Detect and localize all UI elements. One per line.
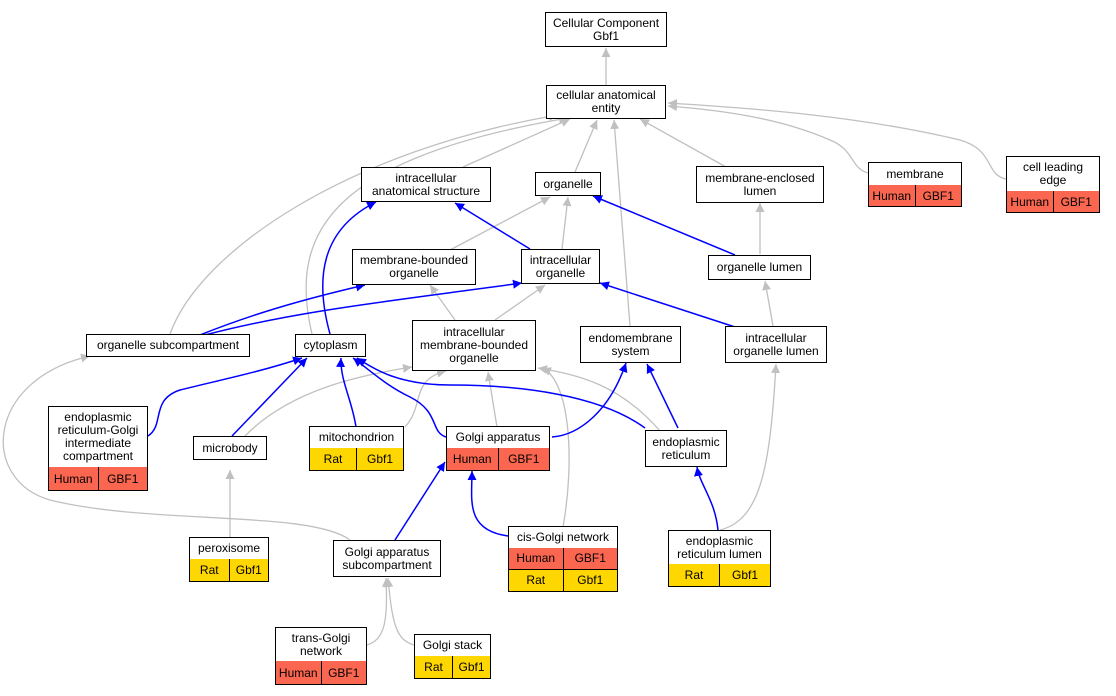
species-cell: Human (276, 661, 322, 684)
gene-cell: GBF1 (1060, 194, 1092, 209)
edge-microbody-partof-cyto (231, 357, 308, 437)
species-cell: Rat (310, 448, 357, 470)
annotation-cell-leading-edge: Human GBF1 (1006, 191, 1100, 213)
edge-cyto-to-cae (305, 115, 569, 335)
species-cell: Rat (190, 559, 230, 581)
species-cell: Human (447, 448, 499, 470)
annotation-golgi-apparatus: Human GBF1 (446, 448, 550, 471)
edge-imbo-to-io (494, 284, 546, 321)
node-microbody[interactable]: microbody (193, 436, 267, 460)
gene-cell: GBF1 (508, 452, 540, 466)
edge-cyto-partof-ias (321, 201, 377, 335)
gene-cell: Gbf1 (366, 452, 393, 466)
node-membrane-enclosed-lumen[interactable]: membrane-enclosed lumen (696, 166, 824, 203)
edge-golgi-partof-cyto (352, 357, 447, 438)
gene-cell: Gbf1 (235, 563, 262, 577)
gene-cell: GBF1 (922, 188, 954, 203)
edge-gasc-to-osc (2, 353, 351, 541)
node-golgi-apparatus-subcompartment[interactable]: Golgi apparatus subcompartment (333, 540, 441, 577)
edge-gasc-partof-golgi (394, 461, 446, 541)
node-cytoplasm[interactable]: cytoplasm (295, 334, 366, 357)
edge-er-partof-ems (646, 363, 679, 429)
edge-mel-to-cae (639, 118, 727, 168)
edge-tgn-to-gasc (366, 577, 391, 646)
edge-cgn-partof-golgi (467, 470, 509, 537)
annotation-membrane: Human GBF1 (868, 185, 962, 207)
annotation-peroxisome: Rat Gbf1 (189, 559, 269, 582)
annotation-cis-golgi-network: Human GBF1 Rat Gbf1 (508, 548, 618, 592)
node-peroxisome[interactable]: peroxisome (189, 537, 269, 560)
node-mitochondrion[interactable]: mitochondrion (309, 426, 404, 449)
edge-iol-partof-io (599, 281, 736, 328)
node-intracellular-anatomical-structure[interactable]: intracellular anatomical structure (361, 167, 491, 202)
edge-ol-partof-organelle (592, 195, 736, 256)
edge-mbo-to-organelle (449, 196, 551, 251)
species-cell: Rat (669, 564, 720, 586)
node-intracellular-organelle-lumen[interactable]: intracellular organelle lumen (725, 326, 827, 363)
species-cell: Rat (509, 569, 564, 591)
node-membrane-bounded-organelle[interactable]: membrane-bounded organelle (352, 249, 476, 285)
gene-cell: GBF1 (328, 665, 360, 680)
edge-imbo-to-mbo (429, 284, 456, 321)
edge-osc-to-cae (169, 112, 559, 335)
edge-ias-to-cae (462, 118, 571, 168)
edge-cle-to-cae (667, 99, 1007, 180)
gene-cell: GBF1 (574, 551, 606, 566)
edge-erl-partof-er (694, 466, 719, 531)
node-organelle-subcompartment[interactable]: organelle subcompartment (86, 334, 250, 357)
species-cell: Human (49, 467, 99, 490)
node-trans-golgi-network[interactable]: trans-Golgi network (275, 627, 367, 662)
gene-cell: Gbf1 (458, 660, 485, 674)
edge-cgn-to-imbo (541, 367, 570, 528)
annotation-ergic: Human GBF1 (48, 467, 148, 491)
species-cell: Rat (415, 656, 453, 678)
edge-membrane-to-cae (667, 102, 869, 174)
node-intracellular-organelle[interactable]: intracellular organelle (521, 249, 600, 284)
node-membrane[interactable]: membrane (868, 162, 962, 186)
gene-cell: Gbf1 (577, 573, 604, 588)
node-cellular-anatomical-entity[interactable]: cellular anatomical entity (546, 85, 666, 119)
node-endomembrane-system[interactable]: endomembrane system (580, 326, 681, 363)
edge-osc-partof-io (204, 279, 523, 336)
node-cis-golgi-network[interactable]: cis-Golgi network (508, 526, 618, 549)
edge-gstack-to-gasc (384, 577, 415, 646)
gene-cell: GBF1 (107, 471, 139, 486)
edge-io-to-organelle (561, 196, 572, 250)
species-cell: Human (1007, 191, 1054, 212)
node-cellular-component-gbf1[interactable]: Cellular Component Gbf1 (545, 12, 667, 47)
edge-mito-to-imbo (404, 368, 447, 428)
edge-erl-to-iol (719, 363, 780, 531)
edge-iol-to-ol (762, 280, 774, 327)
edge-er-to-imbo (537, 365, 661, 432)
node-cell-leading-edge[interactable]: cell leading edge (1006, 156, 1100, 192)
annotation-trans-golgi-network: Human GBF1 (275, 661, 367, 685)
edge-ems-to-cae (610, 119, 631, 327)
annotation-mitochondrion: Rat Gbf1 (309, 448, 404, 471)
node-organelle[interactable]: organelle (535, 172, 601, 196)
species-cell: Human (869, 185, 916, 206)
node-intracellular-membrane-bounded-organelle[interactable]: intracellular membrane-bounded organelle (412, 320, 536, 371)
node-golgi-apparatus[interactable]: Golgi apparatus (446, 426, 550, 449)
node-er-lumen[interactable]: endoplasmic reticulum lumen (668, 530, 771, 565)
edge-microbody-to-imbo (244, 363, 413, 437)
annotation-er-lumen: Rat Gbf1 (668, 564, 771, 587)
edge-osc-partof-mbo (199, 282, 366, 336)
annotation-golgi-stack: Rat Gbf1 (414, 656, 491, 679)
species-cell: Human (509, 548, 564, 569)
edge-io-partof-ias (454, 202, 531, 250)
node-endoplasmic-reticulum[interactable]: endoplasmic reticulum (645, 430, 727, 467)
edge-mito-partof-cyto (336, 357, 357, 428)
edge-ergic-partof-cyto (147, 356, 303, 437)
node-golgi-stack[interactable]: Golgi stack (414, 634, 491, 657)
edge-golgi-partof-ems (551, 362, 628, 438)
edge-golgi-to-imbo (485, 371, 498, 428)
node-organelle-lumen[interactable]: organelle lumen (708, 255, 811, 280)
node-er-golgi-intermediate-compartment[interactable]: endoplasmic reticulum-Golgi intermediate… (48, 406, 148, 468)
edge-organelle-to-cae (574, 119, 598, 173)
gene-cell: Gbf1 (731, 568, 758, 582)
